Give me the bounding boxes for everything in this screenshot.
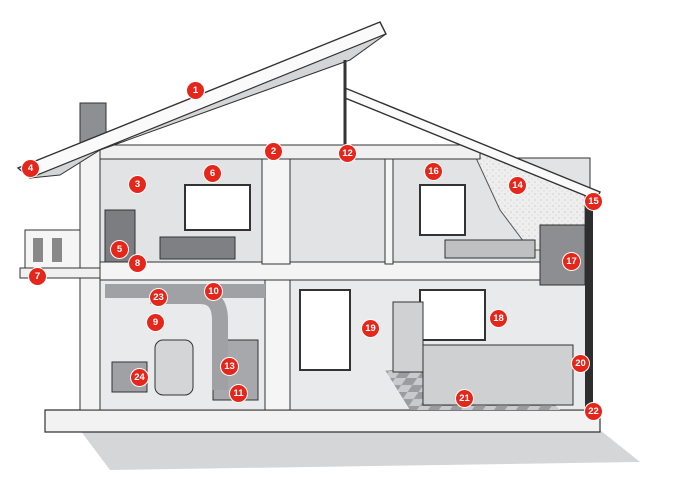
partition bbox=[264, 279, 291, 411]
marker-11[interactable]: 11 bbox=[230, 385, 247, 402]
duct bbox=[150, 288, 228, 390]
sofa bbox=[159, 236, 236, 260]
marker-23[interactable]: 23 bbox=[150, 289, 167, 306]
marker-24[interactable]: 24 bbox=[131, 369, 148, 386]
marker-13[interactable]: 13 bbox=[221, 358, 238, 375]
left-wall bbox=[79, 149, 101, 411]
right-wall bbox=[585, 195, 593, 410]
window bbox=[419, 289, 486, 341]
marker-3[interactable]: 3 bbox=[129, 176, 146, 193]
ground-shadow bbox=[80, 430, 640, 470]
marker-15[interactable]: 15 bbox=[585, 193, 602, 210]
marker-17[interactable]: 17 bbox=[563, 253, 580, 270]
ceiling-insulation bbox=[99, 144, 481, 160]
marker-7[interactable]: 7 bbox=[29, 268, 46, 285]
partition bbox=[261, 157, 291, 265]
marker-12[interactable]: 12 bbox=[339, 145, 356, 162]
marker-21[interactable]: 21 bbox=[456, 390, 473, 407]
stair bbox=[539, 224, 586, 286]
marker-5[interactable]: 5 bbox=[111, 241, 128, 258]
window bbox=[184, 184, 251, 231]
marker-22[interactable]: 22 bbox=[585, 403, 602, 420]
marker-2[interactable]: 2 bbox=[265, 143, 282, 160]
marker-6[interactable]: 6 bbox=[204, 165, 221, 182]
fridge bbox=[392, 301, 424, 373]
foundation bbox=[44, 409, 601, 433]
marker-1[interactable]: 1 bbox=[187, 82, 204, 99]
floor-slab bbox=[99, 261, 591, 281]
marker-9[interactable]: 9 bbox=[147, 314, 164, 331]
bed bbox=[444, 239, 536, 259]
kitchen-counter bbox=[422, 344, 574, 406]
marker-18[interactable]: 18 bbox=[490, 310, 507, 327]
marker-20[interactable]: 20 bbox=[572, 355, 589, 372]
marker-16[interactable]: 16 bbox=[425, 163, 442, 180]
marker-8[interactable]: 8 bbox=[129, 255, 146, 272]
left-roof-underside bbox=[29, 33, 387, 179]
water-heater bbox=[154, 339, 194, 396]
marker-10[interactable]: 10 bbox=[205, 283, 222, 300]
marker-4[interactable]: 4 bbox=[22, 160, 39, 177]
window bbox=[419, 184, 466, 236]
partition bbox=[384, 157, 394, 265]
marker-14[interactable]: 14 bbox=[509, 177, 526, 194]
marker-19[interactable]: 19 bbox=[362, 320, 379, 337]
door bbox=[299, 289, 351, 371]
